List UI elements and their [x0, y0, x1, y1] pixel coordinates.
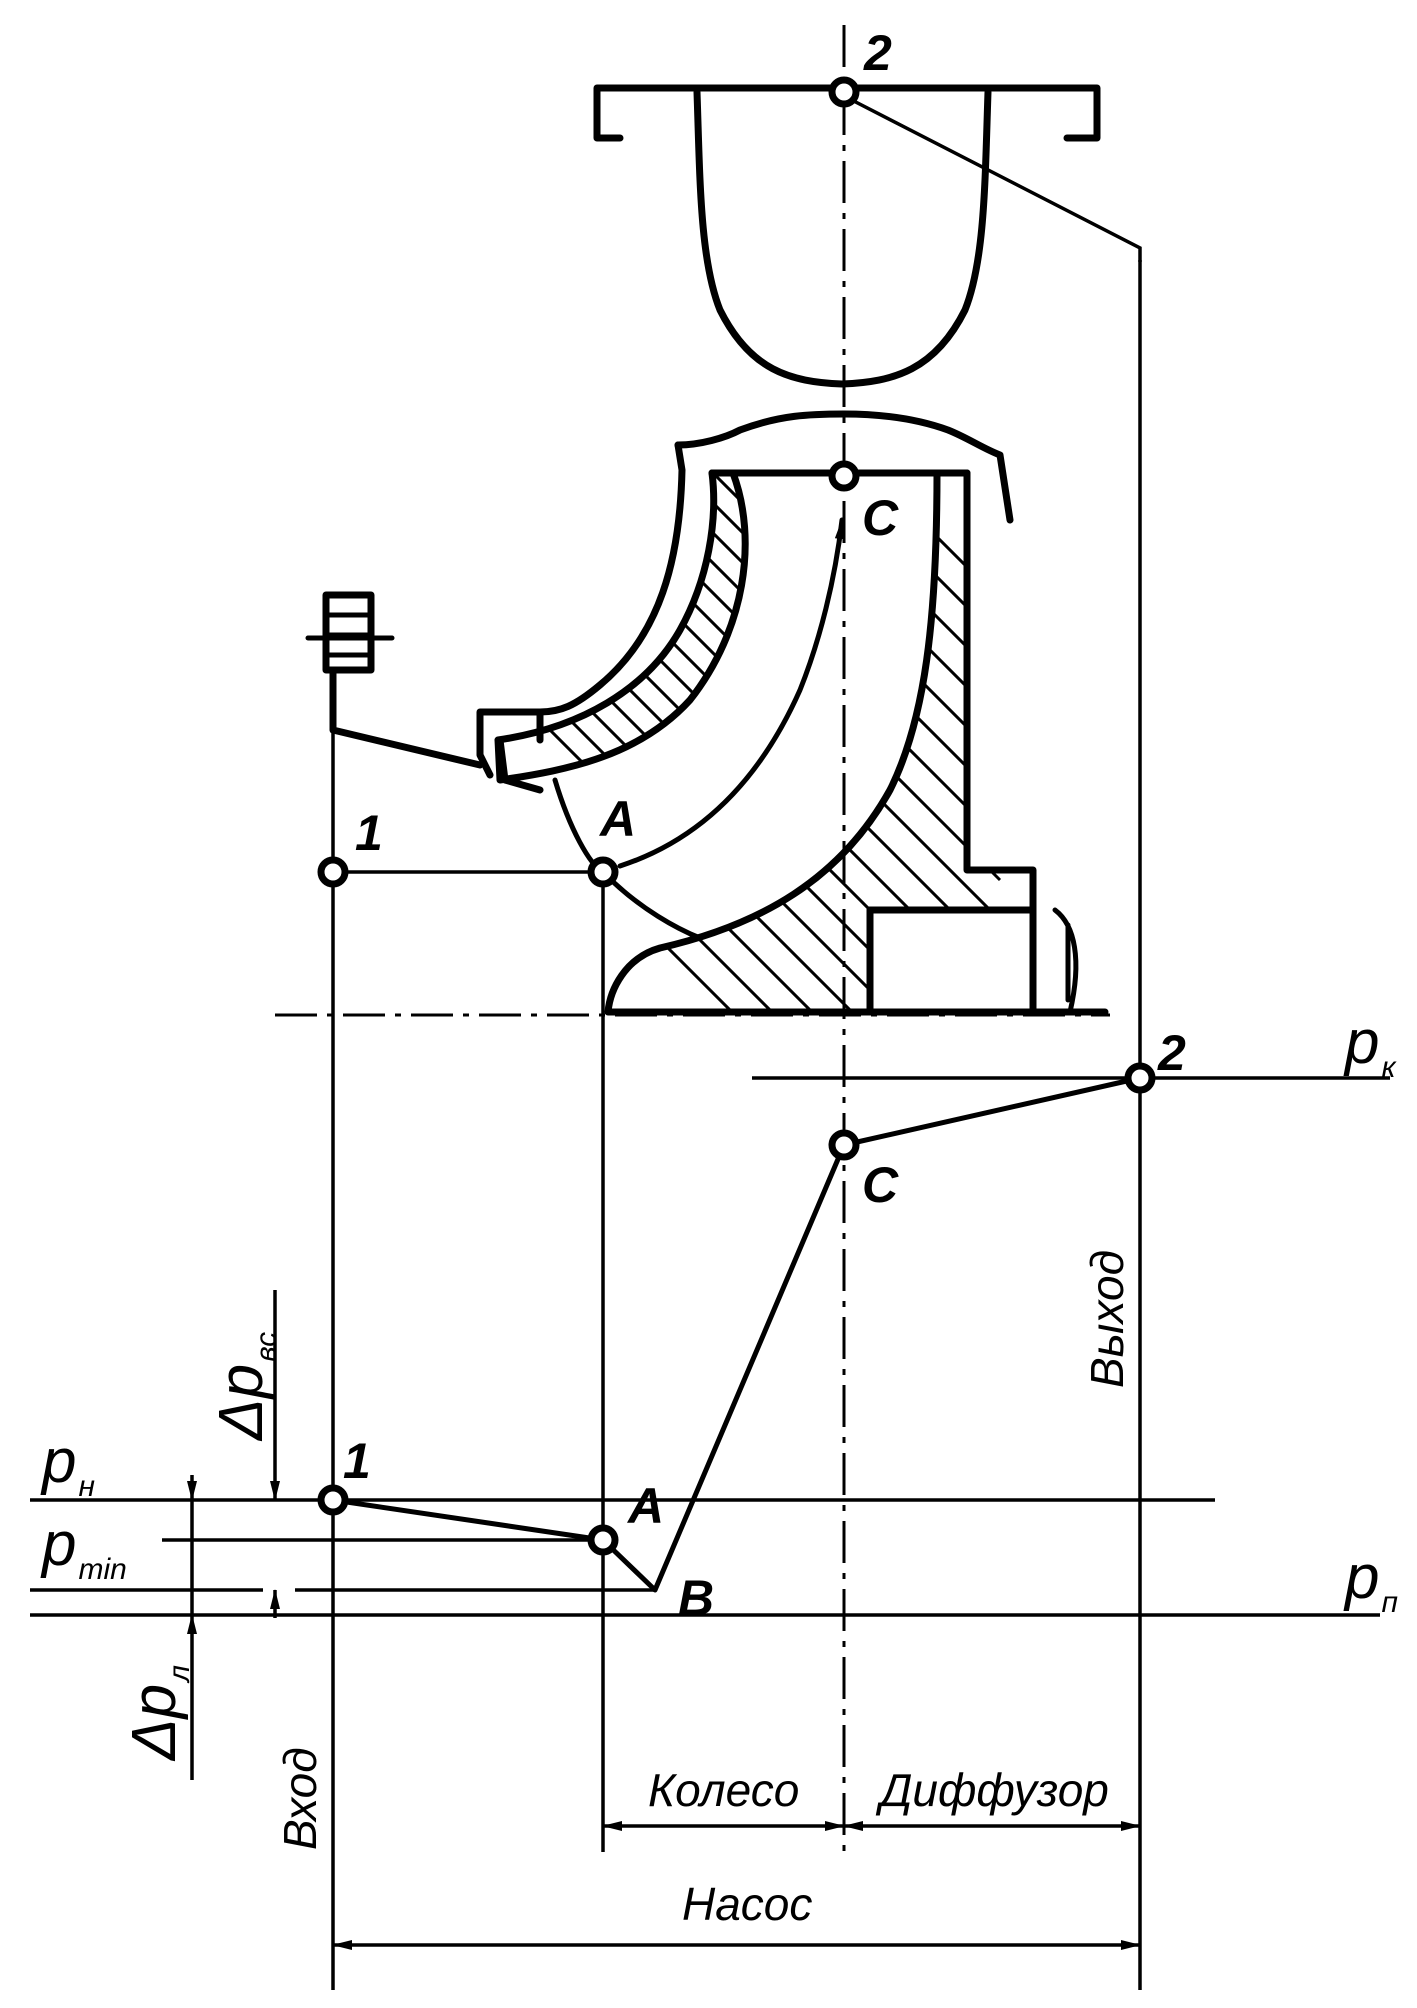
- hub-hatching: [608, 473, 1002, 1012]
- label-2-top: 2: [863, 25, 892, 81]
- dimension-arrows: [187, 1290, 1141, 1950]
- point-1-top: [317, 856, 349, 888]
- vertical-reference-lines: [275, 25, 1142, 1990]
- dp-suction-label: Δpвс: [207, 1332, 283, 1442]
- volute-casing: [593, 84, 1142, 388]
- label-a-top: A: [598, 791, 636, 847]
- pump-label: Насос: [682, 1878, 812, 1930]
- point-1-bottom: [317, 1484, 349, 1516]
- label-c-top: C: [862, 490, 899, 546]
- p-min-label: pmin: [40, 1510, 127, 1586]
- point-labels: 2 C 1 A 2 C 1 A B: [343, 25, 1186, 1626]
- p-vapor-label: pп: [1343, 1543, 1398, 1619]
- shroud-hatching: [498, 473, 746, 780]
- p-out-label: pк: [1343, 1008, 1397, 1084]
- points: [317, 76, 1156, 1556]
- label-c-bottom: C: [862, 1157, 899, 1213]
- impeller-label: Колесо: [648, 1764, 799, 1816]
- point-a-bottom: [587, 1524, 619, 1556]
- point-2-top: [828, 76, 860, 108]
- dp-blade-label: Δpл: [120, 1665, 196, 1762]
- label-2-bottom: 2: [1157, 1025, 1186, 1081]
- point-2-bottom: [1124, 1062, 1156, 1094]
- pressure-profile-line: [330, 1075, 1143, 1593]
- point-c-bottom: [828, 1129, 860, 1161]
- label-a-bottom: A: [626, 1478, 664, 1534]
- label-b: B: [678, 1570, 714, 1626]
- p-in-label: pн: [40, 1427, 95, 1503]
- inlet-label: Вход: [274, 1747, 326, 1850]
- label-1-top: 1: [355, 805, 383, 861]
- label-1-bottom: 1: [343, 1433, 371, 1489]
- region-labels: Вход Выход Колесо Диффузор Насос: [274, 1250, 1133, 1930]
- point-c-top: [828, 460, 860, 492]
- point-a-top: [587, 856, 619, 888]
- outlet-label: Выход: [1081, 1250, 1133, 1388]
- diffuser-label: Диффузор: [875, 1764, 1109, 1816]
- pressure-levels: [30, 870, 1390, 1617]
- pressure-labels: pн pmin pп pк Δpвс Δpл: [40, 1008, 1398, 1762]
